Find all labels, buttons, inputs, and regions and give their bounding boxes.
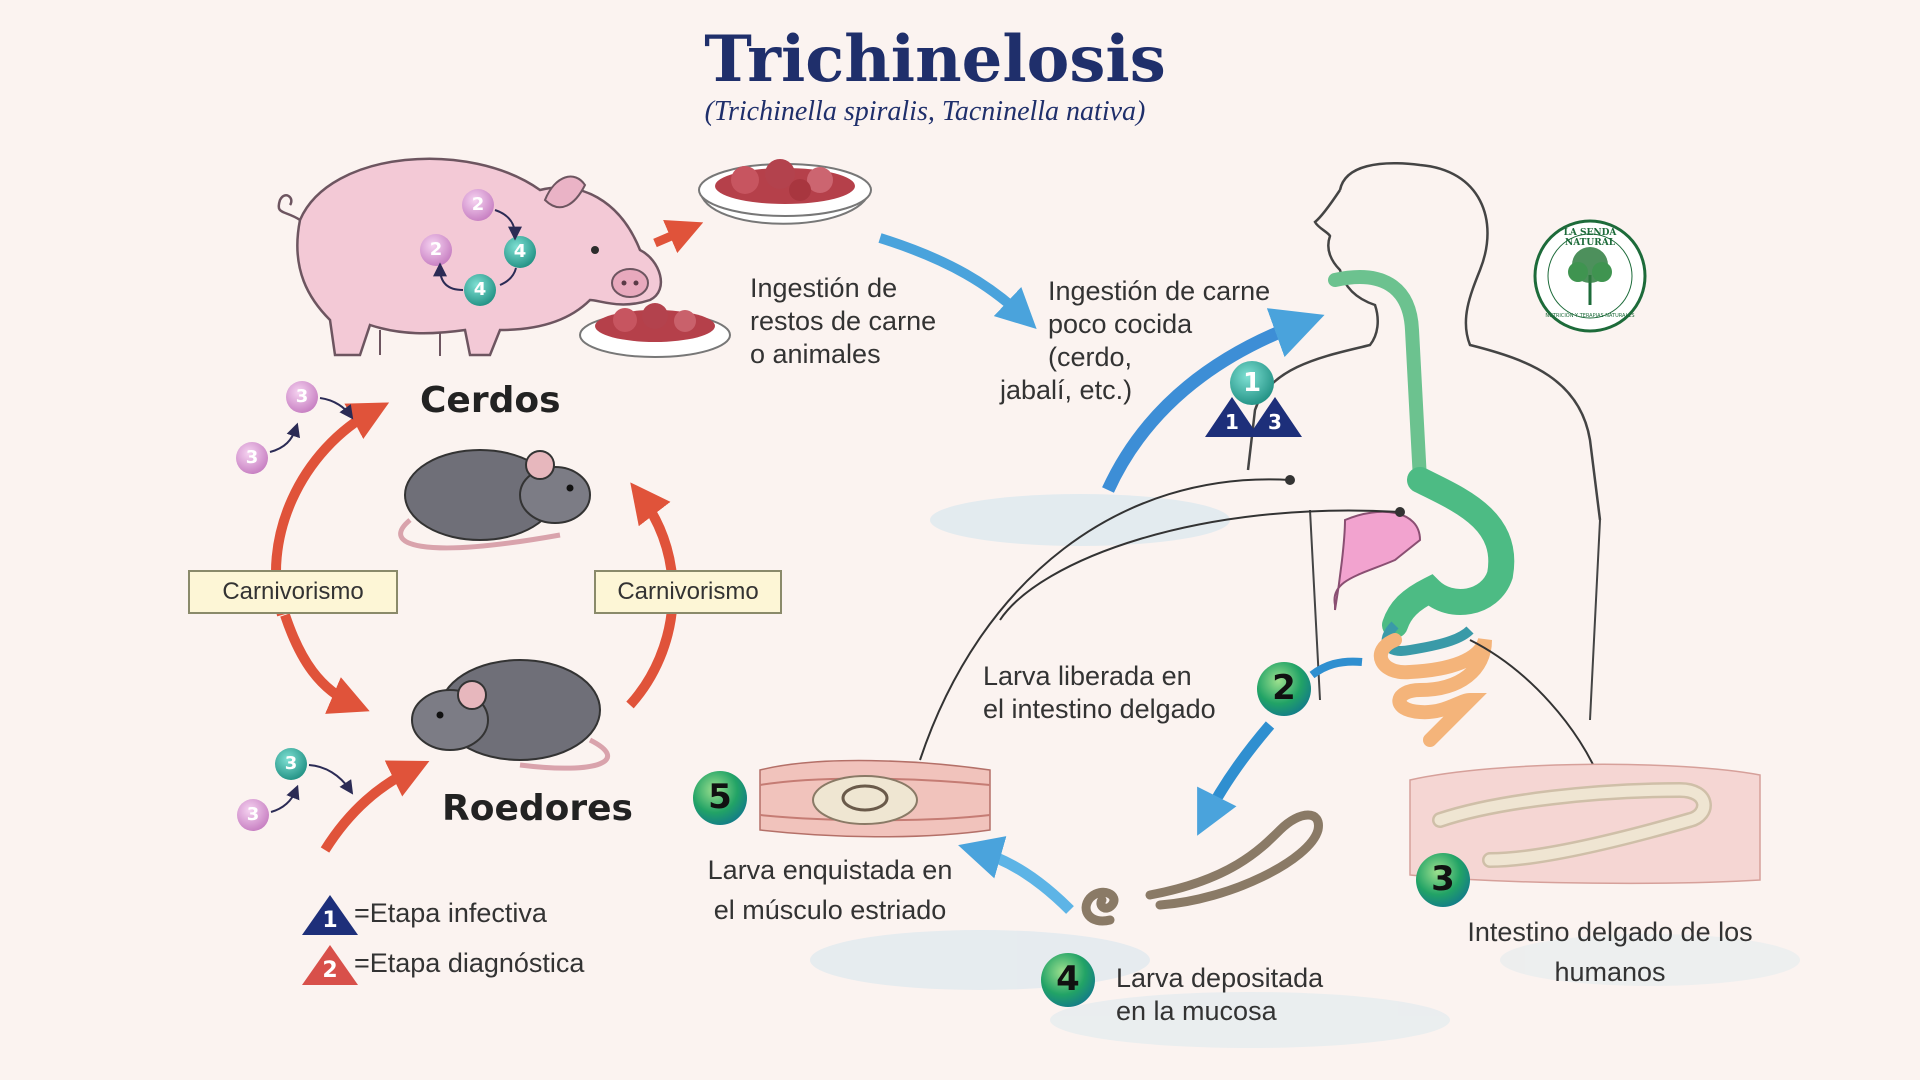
pig-bubble-2b: 2 [429, 239, 443, 260]
label-line: el músculo estriado [713, 895, 947, 925]
label-intestino-humanos: Intestino delgado de los humanos [1440, 912, 1780, 992]
intestine-tissue-larva [1409, 763, 1761, 885]
stage-number-2: 2 [1272, 668, 1296, 708]
label-line: Intestino delgado de los [1467, 917, 1753, 947]
logo-text-bottom: NUTRICIÓN Y TERAPIAS NATURALES [1545, 313, 1635, 319]
label-cerdos: Cerdos [420, 380, 561, 421]
label-line: en la mucosa [1116, 996, 1277, 1026]
label-line: Larva liberada en [983, 661, 1192, 691]
label-line: restos de carne [750, 306, 937, 336]
arrow-stage2-to-stage4 [1197, 721, 1275, 836]
main-stage-bubbles [693, 662, 1470, 1007]
legend-infective-number: 1 [322, 908, 338, 933]
label-roedores: Roedores [442, 788, 633, 829]
legend-diagnostic-text: =Etapa diagnóstica [354, 948, 585, 978]
pig-bubble-4b: 4 [473, 279, 487, 300]
rodent-bubble-3a: 3 [295, 386, 309, 407]
arrow-bowl-to-human [878, 233, 1037, 329]
rat-upper [398, 449, 591, 551]
label-line: o animales [750, 339, 881, 369]
label-line: poco cocida [1048, 309, 1193, 339]
arrow-stage4-to-stage5 [958, 836, 1074, 914]
meat-bowl-large [698, 159, 872, 225]
meat-bowl-small [579, 303, 731, 358]
label-larva-enquistada: Larva enquistada en el músculo estriado [690, 850, 970, 930]
rodent-bubble-3c: 3 [284, 753, 298, 774]
label-line: (cerdo, [1048, 342, 1133, 372]
stage-number-3: 3 [1431, 859, 1455, 899]
label-line: Larva depositada [1116, 963, 1324, 993]
larva-coiled [1081, 810, 1323, 926]
muscle-tissue-encysted [759, 759, 991, 838]
label-ingestion-carne: Ingestión de carne poco cocida (cerdo, j… [1000, 275, 1310, 407]
ingestion-stage-markers [1205, 361, 1302, 437]
label-line: Larva enquistada en [707, 855, 953, 885]
page-subtitle: (Trichinella spiralis, Tacninella nativa… [704, 96, 1146, 127]
label-carnivorismo-left: Carnivorismo [188, 570, 398, 614]
page-title: Trichinelosis [704, 22, 1166, 97]
legend-triangles [302, 895, 358, 985]
arrow-pig-to-bowl [653, 219, 704, 254]
pig-bubble-4a: 4 [513, 241, 527, 262]
rodent-bubble-3d: 3 [246, 804, 260, 825]
label-line: Ingestión de [750, 273, 898, 303]
legend-infective-text: =Etapa infectiva [354, 898, 547, 928]
triangle-number-3: 3 [1268, 410, 1282, 434]
label-larva-depositada: Larva depositada en la mucosa [1116, 962, 1323, 1028]
pig-bubble-2a: 2 [471, 194, 485, 215]
stage-number-4: 4 [1056, 959, 1080, 999]
rat-lower [411, 659, 611, 771]
rodent-stage-bubbles [236, 381, 354, 831]
digestive-tract [1328, 270, 1515, 747]
label-larva-liberada: Larva liberada en el intestino delgado [983, 660, 1216, 726]
arrow-intestine-to-stage2 [1309, 657, 1363, 679]
label-line: el intestino delgado [983, 694, 1216, 724]
logo-text-top: LA SENDA NATURAL [1563, 228, 1617, 248]
arrow-ingestion-to-mouth [1102, 308, 1325, 493]
stage-number-5: 5 [708, 777, 732, 817]
label-line: humanos [1554, 957, 1666, 987]
label-ingestion-restos: Ingestión de restos de carne o animales [750, 272, 936, 371]
label-carnivorismo-right: Carnivorismo [594, 570, 782, 614]
label-line: jabalí, etc.) [1000, 375, 1133, 405]
pig-stage-bubbles [420, 189, 536, 306]
pig-illustration [277, 157, 662, 357]
legend-diagnostic-number: 2 [322, 958, 338, 983]
stage-number-1: 1 [1242, 368, 1262, 398]
logo-badge [1533, 219, 1647, 333]
label-line: Ingestión de carne [1048, 276, 1271, 306]
rodent-bubble-3b: 3 [245, 447, 259, 468]
triangle-number-1: 1 [1225, 410, 1239, 434]
